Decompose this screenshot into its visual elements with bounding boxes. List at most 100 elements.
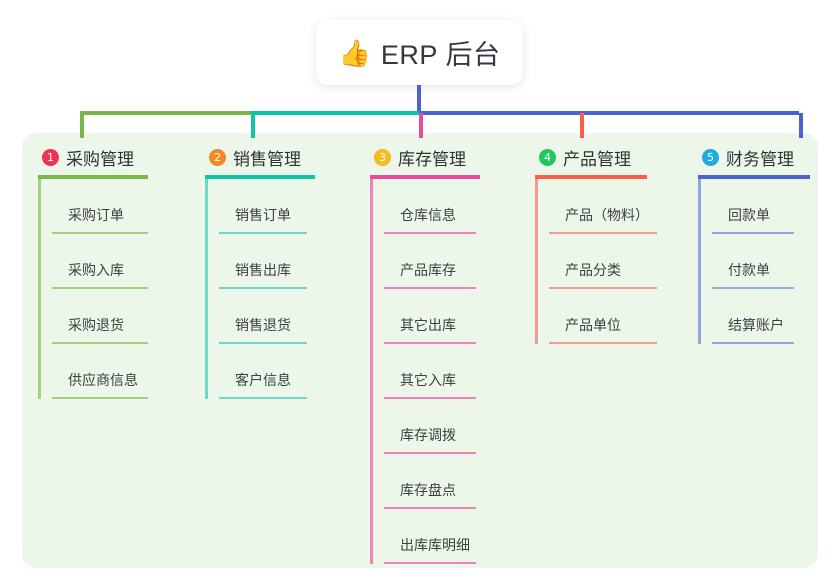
menu-item-rule	[549, 287, 657, 289]
column-badge-5: 5	[702, 148, 719, 166]
menu-item-label: 产品单位	[565, 317, 621, 333]
menu-item-rule	[219, 342, 307, 344]
menu-item-label: 产品（物料）	[565, 207, 649, 223]
menu-item-label: 采购退货	[68, 317, 124, 333]
menu-item-label: 供应商信息	[68, 372, 138, 388]
menu-item-rule	[712, 342, 794, 344]
menu-item-rule	[52, 342, 148, 344]
column-header-rule-3	[370, 175, 480, 179]
menu-item-label: 其它入库	[400, 372, 456, 388]
column-header-rule-2	[205, 175, 315, 179]
menu-item-rule	[52, 232, 148, 234]
menu-item-label: 客户信息	[235, 372, 291, 388]
menu-item-rule	[384, 232, 476, 234]
menu-item[interactable]: 销售出库	[219, 234, 315, 289]
column-header-rule-1	[38, 175, 148, 179]
menu-item[interactable]: 销售退货	[219, 289, 315, 344]
menu-item-label: 仓库信息	[400, 207, 456, 223]
menu-item-rule	[712, 232, 794, 234]
thumbs-up-icon: 👍	[338, 37, 371, 68]
menu-item-label: 回款单	[728, 207, 770, 223]
menu-item-label: 付款单	[728, 262, 770, 278]
menu-item-label: 产品库存	[400, 262, 456, 278]
column-items-5: 回款单付款单结算账户	[698, 179, 810, 344]
menu-item-label: 采购入库	[68, 262, 124, 278]
column-header-1[interactable]: 1 采购管理	[38, 146, 148, 169]
menu-item[interactable]: 销售订单	[219, 179, 315, 234]
column-title-2: 销售管理	[233, 149, 301, 169]
column-3: 3 库存管理仓库信息产品库存其它出库其它入库库存调拨库存盘点出库库明细	[370, 146, 480, 564]
menu-item-rule	[384, 452, 476, 454]
menu-item-rule	[549, 342, 657, 344]
columns-background-panel	[22, 133, 818, 568]
root-node[interactable]: 👍 ERP 后台	[316, 20, 523, 85]
column-spine-1	[38, 179, 41, 399]
column-badge-1: 1	[42, 148, 59, 166]
column-spine-2	[205, 179, 208, 399]
menu-item-rule	[384, 562, 476, 564]
menu-item[interactable]: 采购入库	[52, 234, 148, 289]
root-trunk-connector	[417, 85, 421, 113]
column-spine-3	[370, 179, 373, 564]
connector-drop-3	[419, 113, 423, 138]
menu-item-rule	[384, 397, 476, 399]
column-title-1: 采购管理	[66, 149, 134, 169]
menu-item[interactable]: 付款单	[712, 234, 810, 289]
root-title: ERP 后台	[380, 40, 501, 70]
menu-item-label: 销售订单	[235, 207, 291, 223]
column-items-3: 仓库信息产品库存其它出库其它入库库存调拨库存盘点出库库明细	[370, 179, 480, 564]
menu-item-rule	[384, 507, 476, 509]
column-title-3: 库存管理	[398, 149, 466, 169]
connector-segment	[80, 111, 251, 115]
menu-item[interactable]: 采购退货	[52, 289, 148, 344]
menu-item-rule	[52, 397, 148, 399]
menu-item[interactable]: 结算账户	[712, 289, 810, 344]
menu-item-rule	[219, 287, 307, 289]
menu-item[interactable]: 库存盘点	[384, 454, 480, 509]
connector-drop-4	[580, 113, 584, 138]
column-1: 1 采购管理采购订单采购入库采购退货供应商信息	[38, 146, 148, 399]
menu-item-label: 产品分类	[565, 262, 621, 278]
column-badge-3: 3	[374, 148, 391, 166]
menu-item[interactable]: 客户信息	[219, 344, 315, 399]
menu-item-rule	[219, 397, 307, 399]
menu-item-label: 结算账户	[728, 317, 784, 333]
menu-item[interactable]: 仓库信息	[384, 179, 480, 234]
menu-item-rule	[712, 287, 794, 289]
menu-item-label: 库存盘点	[400, 482, 456, 498]
menu-item[interactable]: 产品库存	[384, 234, 480, 289]
column-header-3[interactable]: 3 库存管理	[370, 146, 480, 169]
menu-item-label: 销售退货	[235, 317, 291, 333]
connector-drop-1	[80, 113, 84, 138]
menu-item[interactable]: 出库库明细	[384, 509, 480, 564]
menu-item-rule	[384, 342, 476, 344]
menu-item[interactable]: 供应商信息	[52, 344, 148, 399]
connector-drop-2	[251, 113, 255, 138]
menu-item[interactable]: 其它入库	[384, 344, 480, 399]
menu-item-rule	[52, 287, 148, 289]
menu-item-label: 出库库明细	[400, 537, 470, 553]
column-spine-4	[535, 179, 538, 344]
column-items-1: 采购订单采购入库采购退货供应商信息	[38, 179, 148, 399]
connector-segment	[419, 111, 799, 115]
menu-item[interactable]: 产品分类	[549, 234, 657, 289]
column-badge-4: 4	[539, 148, 556, 166]
menu-item[interactable]: 产品（物料）	[549, 179, 657, 234]
menu-item-label: 采购订单	[68, 207, 124, 223]
menu-item[interactable]: 其它出库	[384, 289, 480, 344]
menu-item[interactable]: 采购订单	[52, 179, 148, 234]
column-items-4: 产品（物料） 产品分类产品单位	[535, 179, 657, 344]
menu-item[interactable]: 产品单位	[549, 289, 657, 344]
column-spine-5	[698, 179, 701, 344]
menu-item[interactable]: 库存调拨	[384, 399, 480, 454]
menu-item[interactable]: 回款单	[712, 179, 810, 234]
connector-segment	[251, 111, 419, 115]
column-header-rule-5	[698, 175, 810, 179]
